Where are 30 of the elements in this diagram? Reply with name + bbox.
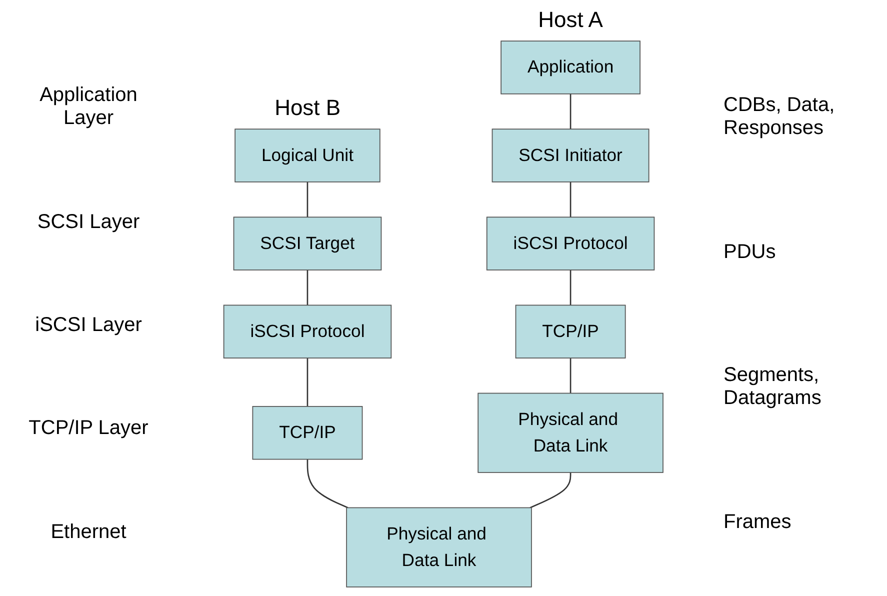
connector: [306, 270, 308, 306]
node-box: iSCSI Protocol: [223, 304, 392, 358]
connector: [570, 270, 572, 306]
connector: [306, 358, 308, 406]
node-box: TCP/IP: [515, 304, 626, 358]
layer-label: SCSI Layer: [37, 210, 140, 234]
layer-label: iSCSI Layer: [35, 314, 142, 337]
connector: [570, 182, 572, 218]
data-unit-label: Segments, Datagrams: [724, 364, 822, 410]
layer-label: Application Layer: [38, 84, 138, 130]
connector: [306, 182, 308, 218]
data-unit-label: PDUs: [724, 240, 776, 264]
data-unit-label: Frames: [724, 510, 792, 534]
node-box: Logical Unit: [234, 128, 380, 182]
column-heading: Host A: [538, 7, 603, 34]
connector: [530, 472, 572, 508]
node-box: Application: [500, 40, 641, 94]
node-box: iSCSI Protocol: [486, 216, 655, 270]
connector: [306, 459, 348, 508]
node-box: TCP/IP: [252, 406, 363, 460]
layer-label: Ethernet: [50, 520, 126, 544]
node-box: Physical and Data Link: [478, 392, 664, 473]
connector: [570, 94, 572, 130]
node-box: SCSI Target: [233, 216, 382, 270]
node-box: Physical and Data Link: [346, 507, 532, 588]
connector: [570, 358, 572, 394]
column-heading: Host B: [274, 95, 341, 122]
node-box: SCSI Initiator: [492, 128, 650, 182]
data-unit-label: CDBs, Data, Responses: [724, 94, 836, 140]
layer-label: TCP/IP Layer: [28, 417, 148, 440]
